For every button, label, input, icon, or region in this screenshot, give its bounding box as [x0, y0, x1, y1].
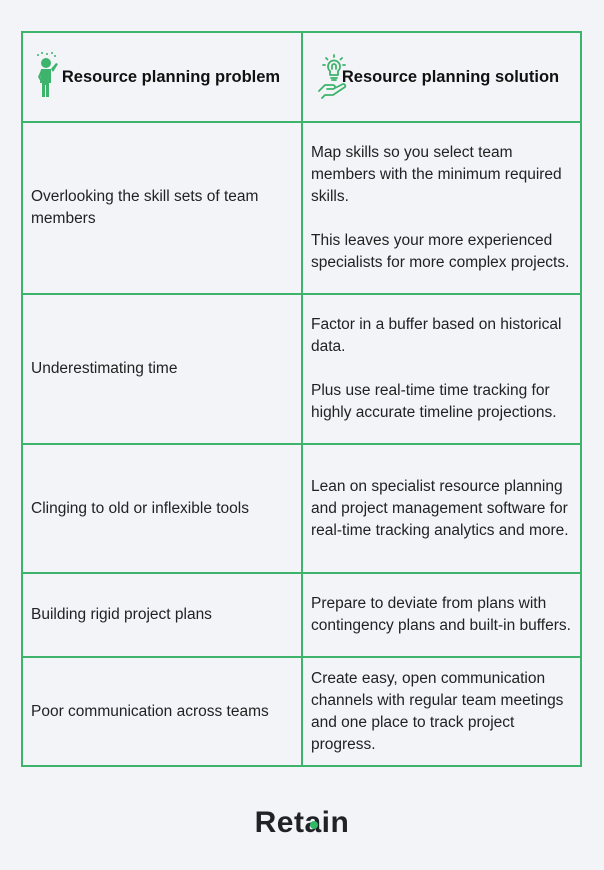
header-solution-label: Resource planning solution [341, 68, 560, 86]
solution-text: Factor in a buffer based on historical d… [311, 316, 562, 355]
solution-text: Map skills so you select team members wi… [311, 144, 562, 205]
lightbulb-hand-icon [315, 51, 355, 106]
solution-text: This leaves your more experienced specia… [311, 232, 570, 271]
retain-logo: Retain [0, 806, 604, 840]
logo-text-end: in [321, 806, 350, 839]
problem-text: Overlooking the skill sets of team membe… [31, 188, 259, 227]
problem-text: Clinging to old or inflexible tools [31, 499, 249, 517]
header-problem-label: Resource planning problem [61, 68, 281, 86]
solution-cell: Prepare to deviate from plans with conti… [303, 574, 580, 658]
solution-text: Plus use real-time time tracking for hig… [311, 382, 557, 421]
solution-text: Lean on specialist resource planning and… [311, 477, 569, 539]
comparison-table: Resource planning problem Resource plann… [21, 31, 582, 767]
logo-a-with-dot: a [304, 806, 321, 840]
logo-text-start: Ret [254, 806, 305, 839]
confused-person-icon [35, 51, 61, 106]
solution-cell: Factor in a buffer based on historical d… [303, 295, 580, 445]
header-problem: Resource planning problem [23, 33, 303, 123]
solution-text: Prepare to deviate from plans with conti… [311, 595, 571, 634]
solution-cell: Lean on specialist resource planning and… [303, 445, 580, 574]
problem-cell: Poor communication across teams [23, 658, 303, 765]
problem-cell: Underestimating time [23, 295, 303, 445]
problem-cell: Clinging to old or inflexible tools [23, 445, 303, 574]
solution-cell: Create easy, open communication channels… [303, 658, 580, 765]
solution-cell: Map skills so you select team members wi… [303, 123, 580, 295]
logo-dot-icon [310, 821, 319, 829]
problem-text: Poor communication across teams [31, 702, 269, 720]
header-solution: Resource planning solution [303, 33, 580, 123]
problem-text: Building rigid project plans [31, 606, 212, 623]
problem-cell: Overlooking the skill sets of team membe… [23, 123, 303, 295]
problem-cell: Building rigid project plans [23, 574, 303, 658]
problem-text: Underestimating time [31, 360, 178, 377]
solution-text: Create easy, open communication channels… [311, 669, 564, 753]
